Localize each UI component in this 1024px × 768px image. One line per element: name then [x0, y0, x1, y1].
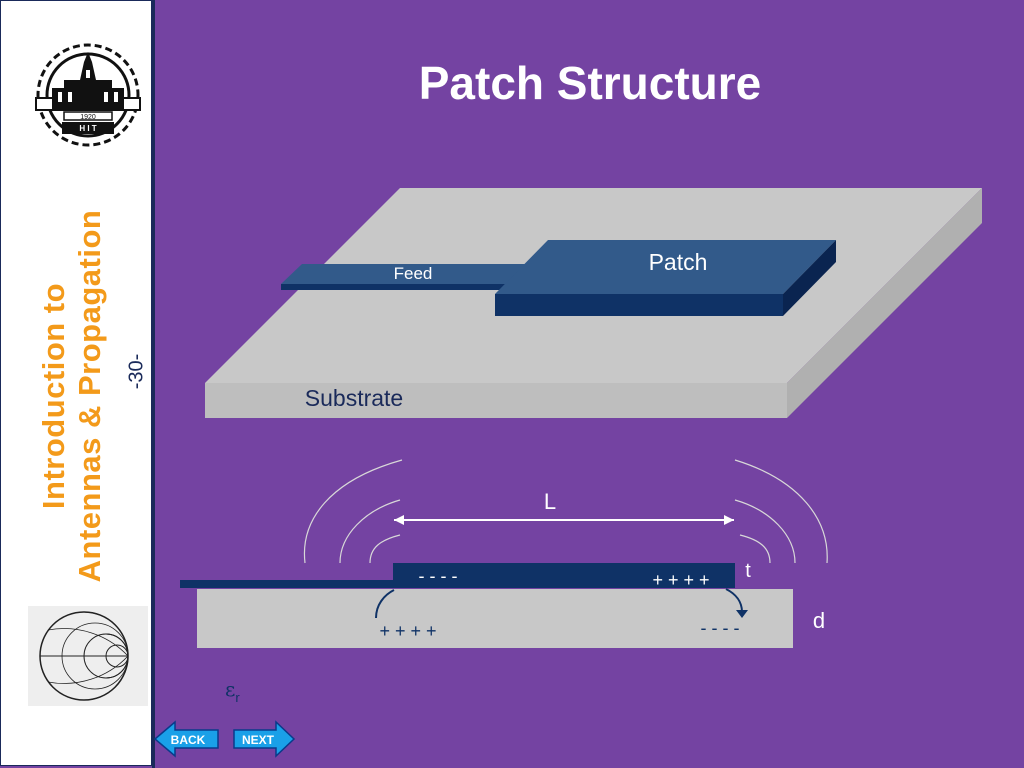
feed-line-side: [281, 284, 524, 290]
patch-front-face: [495, 294, 783, 316]
next-button-label: NEXT: [242, 733, 275, 747]
next-button[interactable]: NEXT: [233, 720, 296, 758]
feed-line-top: [281, 264, 545, 284]
smith-chart-icon: [28, 606, 148, 706]
patch-label: Patch: [649, 249, 708, 275]
patch-cross-section: [180, 459, 828, 648]
sidebar-divider: [152, 0, 155, 768]
fringing-field-lines: [303, 459, 828, 564]
substrate-cross-section: [197, 589, 793, 648]
substrate-front-face: [205, 383, 787, 418]
back-button[interactable]: BACK: [153, 720, 219, 758]
patch-top-face: [495, 240, 836, 294]
course-title: Introduction to Antennas & Propagation: [36, 176, 108, 616]
slide-title: Patch Structure: [418, 57, 762, 109]
field-arrow-left: [375, 589, 395, 619]
page-number: -30-: [125, 353, 148, 390]
logo-year-text: 1920: [80, 114, 96, 121]
patch-left-charge: - - - -: [419, 566, 458, 586]
substrate-label: Substrate: [305, 385, 403, 411]
thickness-label: t: [745, 560, 751, 582]
patch-cross-section-bar: [393, 563, 735, 588]
height-label: d: [813, 608, 825, 633]
logo-abbr-text: H I T: [79, 124, 96, 133]
patch-side-face: [783, 240, 836, 316]
ground-right-charge: - - - -: [701, 618, 740, 638]
ground-left-charge: + + + +: [379, 621, 436, 641]
feed-label: Feed: [394, 264, 433, 283]
course-title-line2: Antennas & Propagation: [72, 209, 107, 583]
university-logo: 1920 H I T: [35, 43, 141, 147]
substrate-side-face: [787, 188, 982, 418]
back-button-label: BACK: [171, 733, 206, 747]
patch-right-charge: + + + +: [652, 570, 709, 590]
field-arrow-right: [725, 588, 743, 613]
length-label: L: [544, 489, 556, 514]
course-title-line1: Introduction to: [36, 282, 71, 510]
patch-antenna-3d-view: [205, 188, 982, 418]
feed-line-cross-section: [180, 580, 395, 588]
permittivity-symbol: εr: [225, 677, 240, 705]
